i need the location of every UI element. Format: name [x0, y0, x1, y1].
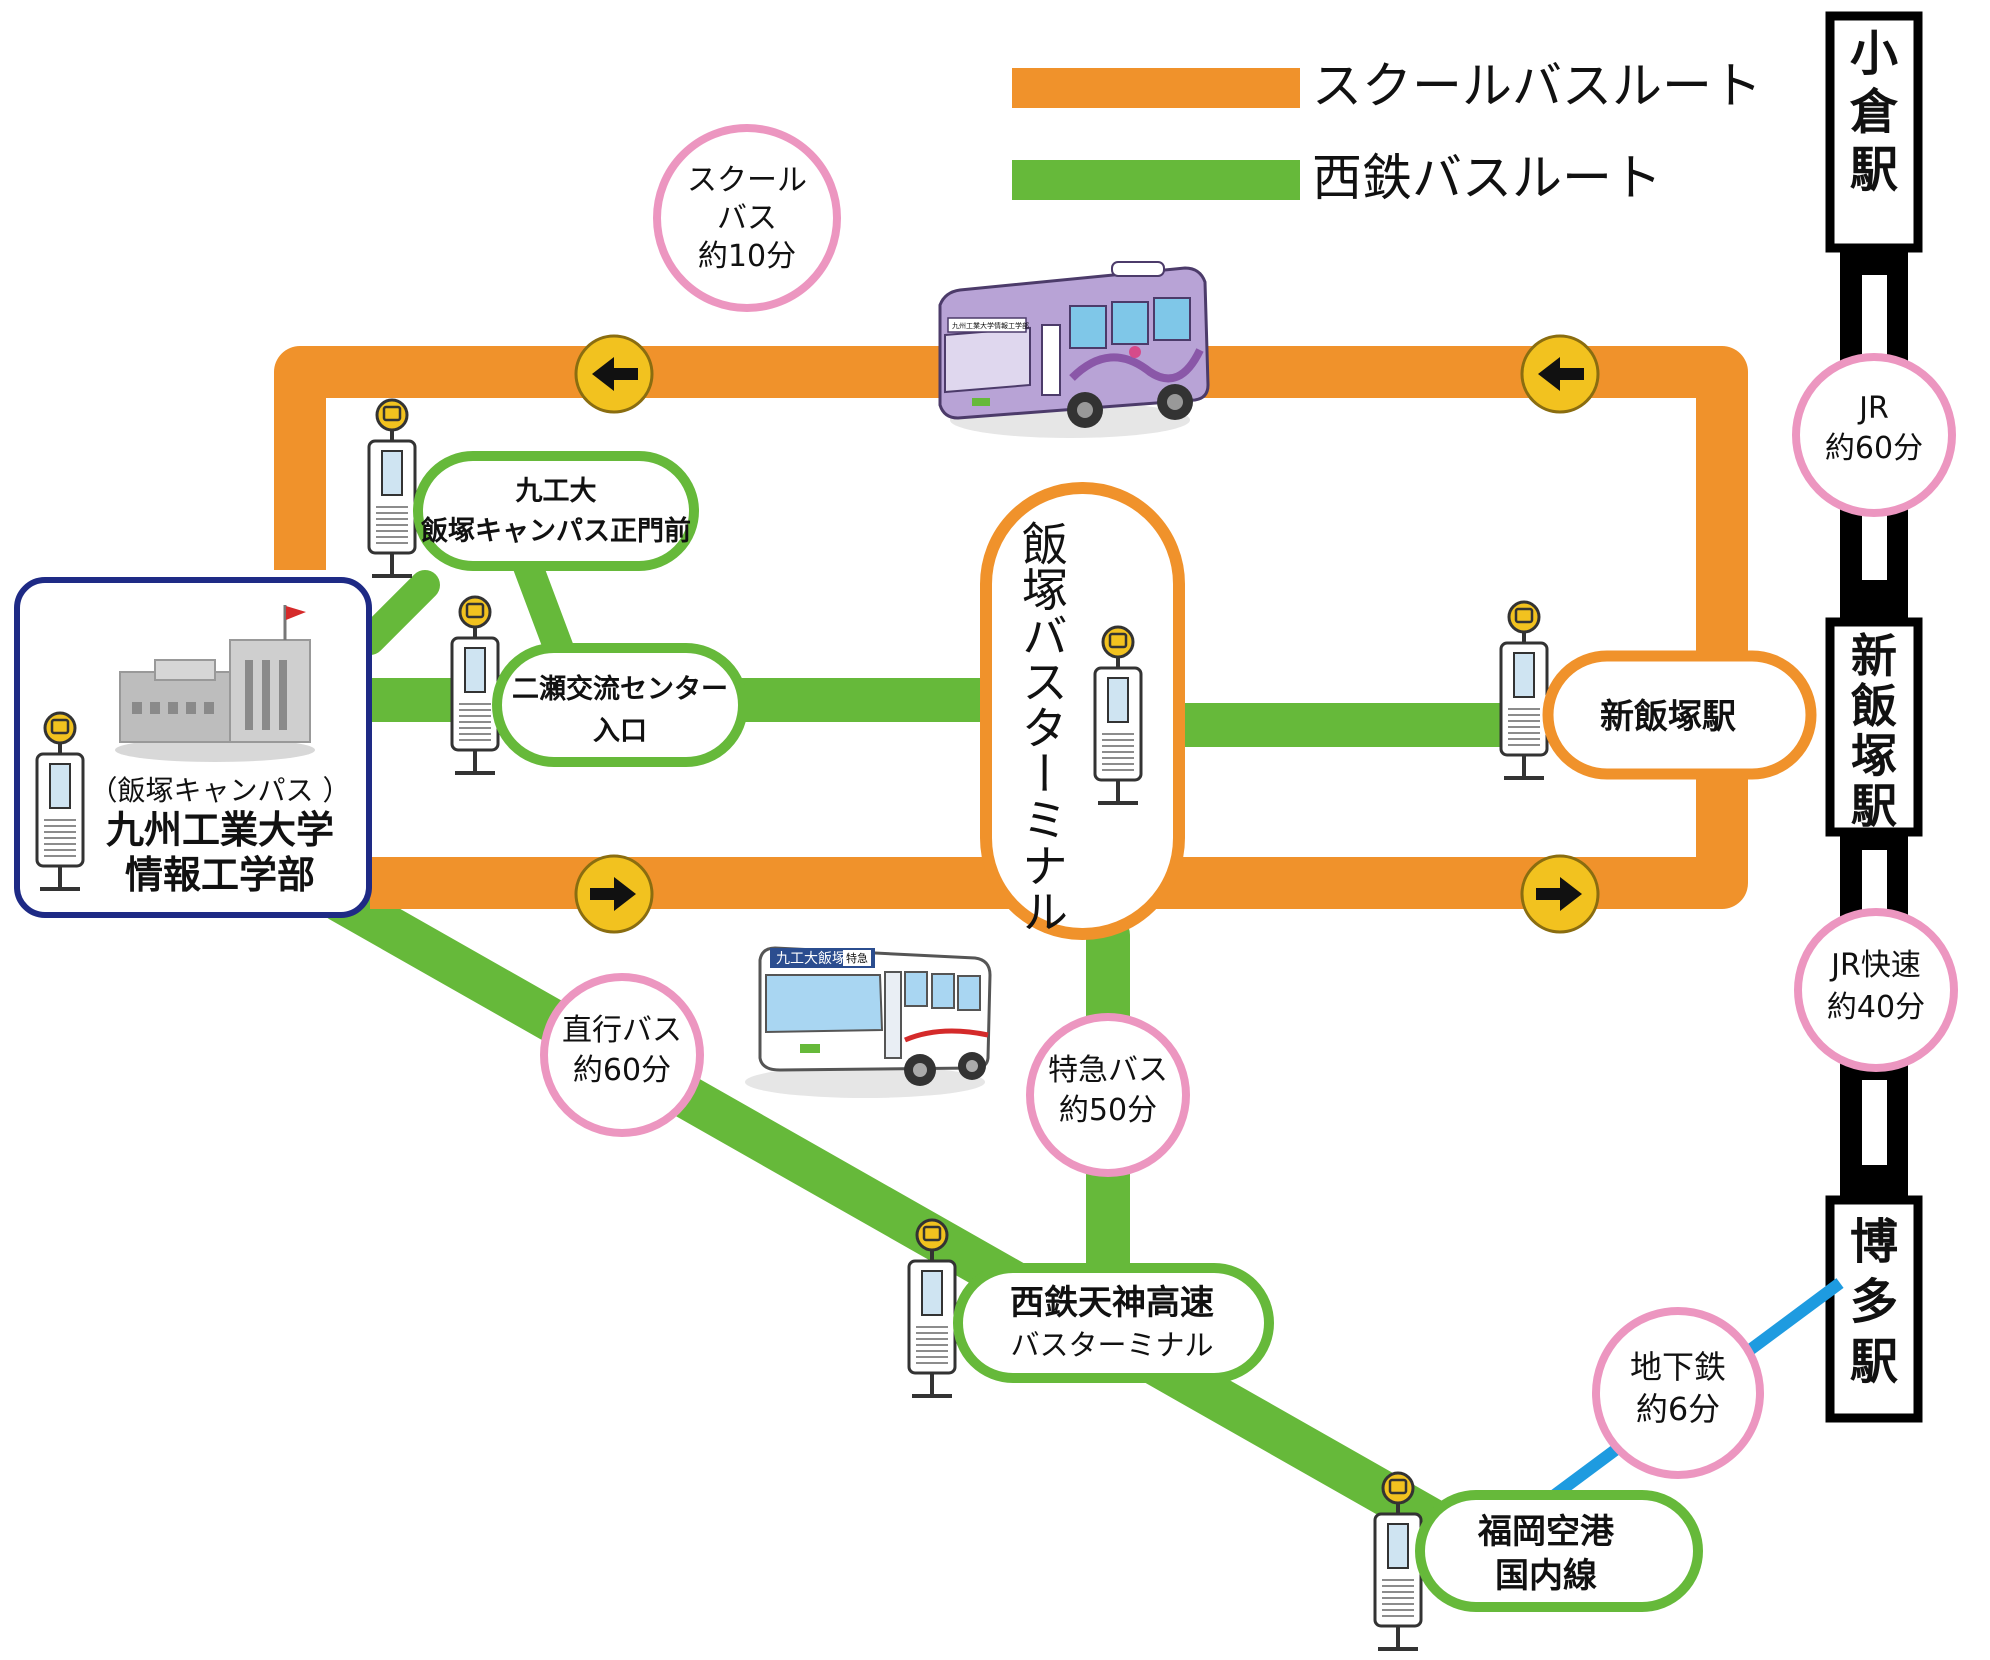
- school-bus-sign: 九州工業大学情報工学部: [952, 321, 1029, 330]
- station-hakata-char-2: 多: [1850, 1274, 1898, 1330]
- stop-tenjin-line2: バスターミナル: [1010, 1328, 1213, 1362]
- station-kokura-char-3: 駅: [1850, 142, 1898, 198]
- time-badge-school-bus: スクール バス 約10分: [653, 124, 841, 312]
- school-bus-route-lines: [274, 346, 1748, 909]
- station-shin-iizuka[interactable]: 新 飯 塚 駅: [1825, 617, 1923, 837]
- time-badge-jr-kokura: JR 約60分: [1792, 353, 1956, 517]
- legend-nishitetsu-label: 西鉄バスルート: [1312, 149, 1662, 207]
- iizuka-terminal-label: 飯塚バスターミナル: [1015, 520, 1069, 934]
- station-hakata[interactable]: 博 多 駅: [1825, 1195, 1923, 1423]
- right-arrow-icon: [574, 854, 654, 934]
- station-shin-iizuka-char-3: 塚: [1851, 729, 1897, 783]
- stop-tenjin-terminal[interactable]: 西鉄天神高速 バスターミナル: [953, 1263, 1274, 1383]
- station-kokura[interactable]: 小 倉 駅: [1825, 11, 1923, 253]
- station-kokura-char-2: 倉: [1849, 84, 1899, 140]
- campus-name-line2: 情報工学部: [125, 853, 315, 897]
- station-hakata-char-1: 博: [1850, 1214, 1898, 1270]
- stop-shin-iizuka[interactable]: 新飯塚駅: [1542, 650, 1817, 780]
- building-icon: [115, 605, 315, 762]
- stop-futase[interactable]: 二瀬交流センター 入口: [492, 643, 748, 767]
- time-badge-express-bus: 特急バス 約50分: [1026, 1013, 1190, 1177]
- bus-stop-icon: [367, 398, 417, 578]
- stop-iizuka-bus-terminal[interactable]: 飯塚バスターミナル: [980, 482, 1185, 940]
- campus-name-line1: 九州工業大学: [106, 808, 334, 852]
- nishitetsu-bus-sign: 九工大飯塚: [776, 950, 846, 967]
- time-direct-bus-line2: 約60分: [573, 1053, 671, 1088]
- stop-futase-line2: 入口: [593, 716, 647, 747]
- stop-main-gate-line2: 飯塚キャンパス正門前: [421, 515, 691, 547]
- time-subway-line2: 約6分: [1636, 1390, 1720, 1428]
- time-badge-jr-rapid: JR快速 約40分: [1794, 908, 1958, 1072]
- legend-school-bus-label: スクールバスルート: [1312, 57, 1762, 115]
- nishitetsu-bus-tag: 特急: [846, 951, 868, 965]
- right-arrow-icon: [1520, 854, 1600, 934]
- time-jr-kokura-line2: 約60分: [1825, 431, 1923, 466]
- legend-swatch-nishitetsu: [1012, 160, 1300, 200]
- time-school-bus-line1: スクール: [687, 163, 807, 198]
- stop-shin-iizuka-label: 新飯塚駅: [1600, 697, 1736, 737]
- time-subway-line1: 地下鉄: [1630, 1348, 1726, 1386]
- time-school-bus-line2: バス: [717, 201, 777, 236]
- bus-stop-icon: [450, 595, 500, 775]
- time-badge-direct-bus: 直行バス 約60分: [540, 973, 704, 1137]
- legend: スクールバスルート 西鉄バスルート: [1012, 57, 1762, 207]
- left-arrow-icon: [574, 334, 654, 414]
- time-jr-kokura-line1: JR: [1857, 391, 1889, 426]
- station-shin-iizuka-char-1: 新: [1851, 629, 1897, 683]
- station-hakata-char-3: 駅: [1850, 1334, 1898, 1390]
- stop-airport-line1: 福岡空港: [1477, 1512, 1615, 1552]
- stop-fukuoka-airport[interactable]: 福岡空港 国内線: [1415, 1490, 1703, 1612]
- stop-main-gate-line1: 九工大: [516, 476, 597, 507]
- time-express-bus-line2: 約50分: [1059, 1093, 1157, 1128]
- time-jr-rapid-line2: 約40分: [1827, 990, 1925, 1025]
- bus-stop-icon: [1499, 600, 1549, 780]
- left-arrow-icon: [1520, 334, 1600, 414]
- time-badge-subway: 地下鉄 約6分: [1592, 1307, 1764, 1479]
- stop-tenjin-line1: 西鉄天神高速: [1010, 1283, 1214, 1323]
- time-school-bus-line3: 約10分: [698, 239, 796, 274]
- campus-sub-label: （飯塚キャンパス ）: [90, 774, 351, 807]
- school-bus-icon: 九州工業大学情報工学部: [938, 261, 1210, 438]
- nishitetsu-bus-icon: 九工大飯塚 特急: [745, 946, 992, 1098]
- time-express-bus-line1: 特急バス: [1048, 1053, 1168, 1088]
- campus-box[interactable]: （飯塚キャンパス ） 九州工業大学 情報工学部: [14, 577, 372, 918]
- time-direct-bus-line1: 直行バス: [562, 1013, 682, 1048]
- station-shin-iizuka-char-2: 飯: [1851, 679, 1897, 733]
- station-shin-iizuka-char-4: 駅: [1851, 779, 1897, 833]
- legend-swatch-school-bus: [1012, 68, 1300, 108]
- stop-main-gate[interactable]: 九工大 飯塚キャンパス正門前: [413, 451, 699, 571]
- time-jr-rapid-line1: JR快速: [1829, 948, 1921, 983]
- stop-futase-line1: 二瀬交流センター: [512, 673, 728, 705]
- stop-airport-line2: 国内線: [1495, 1556, 1597, 1596]
- station-kokura-char-1: 小: [1850, 26, 1898, 82]
